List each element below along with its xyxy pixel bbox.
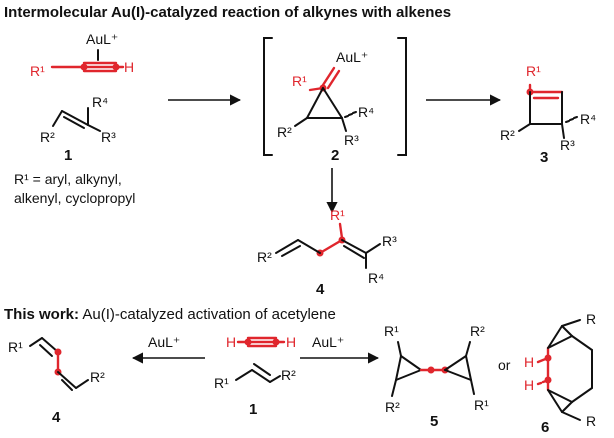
h-label: H xyxy=(524,377,534,393)
bottom-title-bold: This work: xyxy=(4,306,79,323)
r1-label: R¹ xyxy=(526,63,541,79)
h-label: H xyxy=(124,59,134,75)
compound-4-number: 4 xyxy=(316,281,325,298)
compound-6-number: 6 xyxy=(541,419,549,436)
compound-5: R¹ R² R² R¹ 5 xyxy=(384,323,489,430)
aul-label: AuL⁺ xyxy=(148,334,180,350)
r2-label: R² xyxy=(40,129,55,145)
r1-label: R¹ xyxy=(8,339,23,355)
acetylene: H H xyxy=(226,334,296,350)
compound-2-number: 2 xyxy=(331,147,339,164)
r2-label: R² xyxy=(500,127,515,143)
carbon-dot xyxy=(80,63,88,71)
r2-label: R² xyxy=(281,367,296,383)
r1-definition-line2: alkenyl, cyclopropyl xyxy=(14,190,135,206)
r-label: R xyxy=(586,413,596,429)
h-label: H xyxy=(226,334,236,350)
r3-label: R³ xyxy=(344,132,359,148)
r1-label: R¹ xyxy=(30,63,45,79)
r-label: R xyxy=(586,311,596,327)
r3-label: R³ xyxy=(382,233,397,249)
compound-6: R R H H 6 xyxy=(524,311,596,436)
aul-label: AuL⁺ xyxy=(336,49,368,65)
r4-label: R⁴ xyxy=(580,111,596,127)
bottom-title: This work: Au(I)-catalyzed activation of… xyxy=(4,306,336,323)
r4-label: R⁴ xyxy=(368,270,384,286)
compound-1-number-bottom: 1 xyxy=(249,401,257,418)
r4-label: R⁴ xyxy=(358,104,374,120)
carbon-dot xyxy=(427,366,435,374)
r3-label: R³ xyxy=(560,137,575,153)
r1-label: R¹ xyxy=(292,73,307,89)
carbon-dot xyxy=(244,338,252,346)
alkene-1: R⁴ R² R³ 1 xyxy=(40,94,116,164)
r3-label: R³ xyxy=(101,129,116,145)
h-label: H xyxy=(286,334,296,350)
r2-label: R² xyxy=(90,369,105,385)
cyclobutene-3: R¹ R² R³ R⁴ 3 xyxy=(500,63,596,166)
r2-label: R² xyxy=(257,249,272,265)
r2-label: R² xyxy=(277,124,292,140)
aul-label: AuL⁺ xyxy=(86,31,118,47)
h-label: H xyxy=(524,354,534,370)
r2-label: R² xyxy=(385,399,400,415)
intermediate-2: AuL⁺ R¹ R² R³ R⁴ 2 xyxy=(263,37,407,164)
r1-label: R¹ xyxy=(474,397,489,413)
diene-4-top: R¹ R² R³ R⁴ 4 xyxy=(257,207,397,298)
or-label: or xyxy=(498,357,511,373)
compound-3-number: 3 xyxy=(540,149,548,166)
top-title: Intermolecular Au(I)-catalyzed reaction … xyxy=(4,4,451,21)
compound-1-number: 1 xyxy=(64,147,72,164)
compound-4-number-bottom: 4 xyxy=(52,409,61,426)
aul-label: AuL⁺ xyxy=(312,334,344,350)
r4-label: R⁴ xyxy=(92,94,108,110)
gold-alkyne-complex: AuL⁺ R¹ H xyxy=(30,31,134,79)
diene-4-bottom: R¹ R² 4 xyxy=(8,337,105,426)
r1-label: R¹ xyxy=(214,375,229,391)
r2-label: R² xyxy=(470,323,485,339)
r1-definition-line1: R¹ = aryl, alkynyl, xyxy=(14,171,122,187)
bottom-title-rest: Au(I)-catalyzed activation of acetylene xyxy=(79,306,336,323)
compound-5-number: 5 xyxy=(430,413,438,430)
r1-label: R¹ xyxy=(384,323,399,339)
alkene-1-bottom: R¹ R² 1 xyxy=(214,363,296,418)
r1-label: R¹ xyxy=(330,207,345,223)
